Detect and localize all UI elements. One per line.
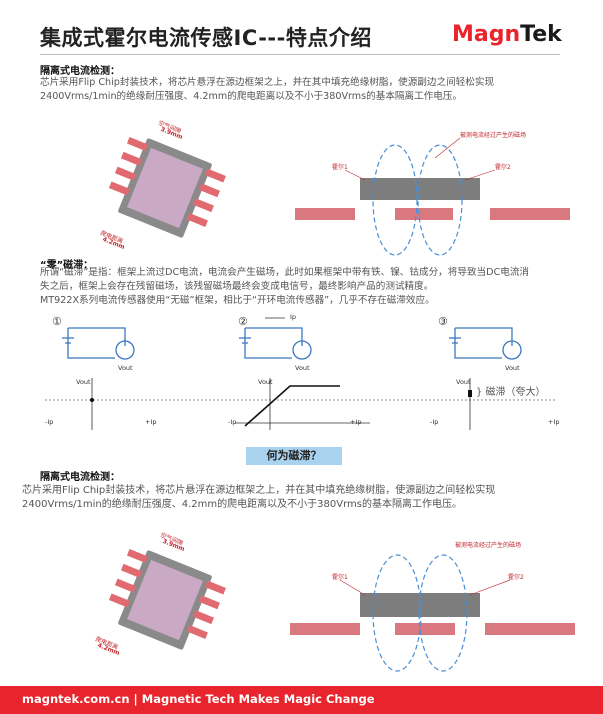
field-label-1: 被测电流经过产生的磁场 [460,132,527,139]
field-loop-right [417,144,463,256]
right-lead [490,208,570,220]
hall2-label-2: 霍尔2 [508,574,524,581]
field-loop-left [372,144,418,256]
hall1-label-1: 霍尔1 [332,164,348,171]
point-3 [468,390,472,397]
step-3: ③ [438,315,448,328]
die-block [360,178,480,200]
vout-label-2: Vout [295,364,310,372]
chip-die-2 [127,559,203,641]
field-loop-left-2 [372,554,422,672]
circuit-1 [62,327,135,360]
section3-body: 芯片采用Flip Chip封装技术，将芯片悬浮在源边框架之上，并在其中填充绝缘树… [22,484,597,512]
section2-body: 所谓“磁滞”是指：框架上流过DC电流，电流会产生磁场，此时如果框架中带有铁、镍、… [40,266,600,308]
footer-bar [0,686,603,714]
vout-label-3: Vout [505,364,520,372]
ip-arrow-label: Ip [290,313,297,321]
field-loop-right-2 [418,554,468,672]
vout-axis-3: Vout [456,378,471,386]
section1-body: 芯片采用Flip Chip封装技术，将芯片悬浮在源边框架之上，并在其中填充绝缘树… [40,76,600,104]
vout-axis-1: Vout [76,378,91,386]
logo-left: Magn [452,22,521,47]
neg-ip-2: -Ip [228,418,237,426]
what-is-hysteresis-button[interactable]: 何为磁滞？ [246,447,342,465]
section2-line2: 失之后，框架上会存在残留磁场，该残留磁场最终会变成电信号，最终影响产品的测试精度… [40,281,434,292]
hall2-label-1: 霍尔2 [495,164,511,171]
transfer-curve [244,385,340,427]
logo-right: Tek [520,22,562,47]
cross-section-1 [295,137,570,256]
right-lead-2 [485,623,575,635]
section3-line1: 芯片采用Flip Chip封装技术，将芯片悬浮在源边框架之上，并在其中填充绝缘树… [22,485,496,496]
neg-ip-1: -Ip [45,418,54,426]
step-1: ① [52,315,62,328]
section2-line1: 所谓“磁滞”是指：框架上流过DC电流，电流会产生磁场，此时如果框架中带有铁、镍、… [40,267,530,278]
left-lead-2 [290,623,360,635]
chip-pins [108,136,226,227]
section1-heading: 隔离式电流检测： [40,66,120,77]
section1-line1: 芯片采用Flip Chip封装技术，将芯片悬浮在源边框架之上，并在其中填充绝缘树… [40,77,495,88]
section1-line2: 2400Vrms/1min的绝缘耐压强度、4.2mm的爬电距离以及不小于380V… [40,91,463,102]
section2-heading: “零”磁滞： [40,260,94,271]
pos-ip-2: +Ip [350,418,362,426]
chip-figure-2 [108,548,226,650]
section3-line2: 2400Vrms/1min的绝缘耐压强度、4.2mm的爬电距离以及不小于380V… [22,499,462,510]
pos-ip-1: +Ip [145,418,157,426]
section3-heading: 隔离式电流检测： [40,472,120,483]
chip-die [127,147,203,229]
vout-axis-2: Vout [258,378,273,386]
chip-figure-1 [108,136,226,238]
hysteresis-note: } 磁滞（夸大） [476,387,546,398]
vout-label-1: Vout [118,364,133,372]
title-divider [40,54,560,55]
page-title: 集成式霍尔电流传感IC---特点介绍 [40,26,372,50]
field-label-2: 被测电流经过产生的磁场 [455,542,522,549]
neg-ip-3: -Ip [430,418,439,426]
circuit-2 [239,317,312,360]
middle-lead [395,208,453,220]
step-2: ② [238,315,248,328]
footer-text[interactable]: magntek.com.cn | Magnetic Tech Makes Mag… [22,692,375,706]
middle-lead-2 [395,623,455,635]
chip-pins-2 [108,548,226,639]
brand-logo: MagnTek [452,22,562,47]
circuit-3 [449,327,522,360]
hysteresis-diagram [45,317,555,430]
hall1-label-2: 霍尔1 [332,574,348,581]
cross-section-2 [290,554,575,672]
point-1 [90,398,94,402]
section2-line3: MT922X系列电流传感器使用“无磁”框架，相比于“开环电流传感器”，几乎不存在… [40,295,435,306]
pos-ip-3: +Ip [548,418,560,426]
left-lead [295,208,355,220]
